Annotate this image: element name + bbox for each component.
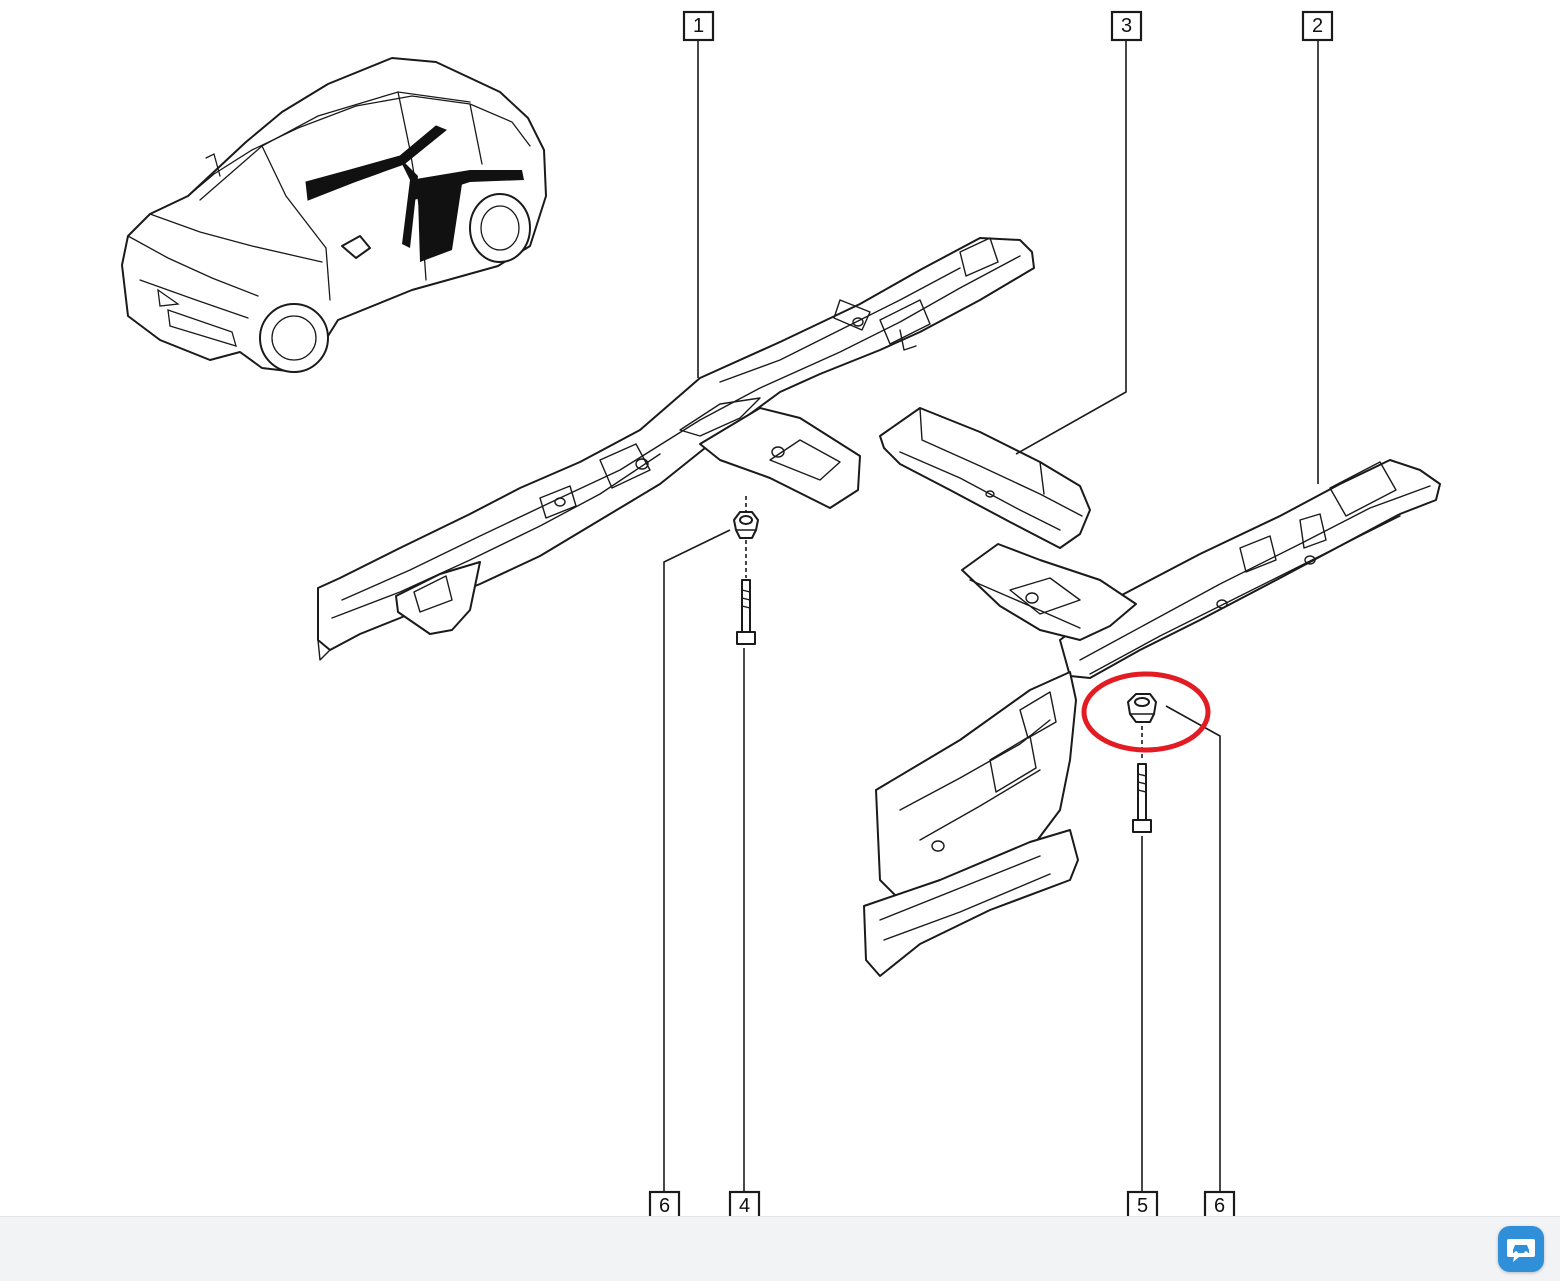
part-1-floor-side-member bbox=[317, 237, 1035, 661]
part-4-bolt bbox=[736, 579, 756, 645]
callout-6-right: 6 bbox=[1203, 1190, 1236, 1216]
part-3-crossmember bbox=[879, 407, 1091, 549]
part-2-rear-side-member bbox=[863, 459, 1441, 977]
svg-text:2: 2 bbox=[1312, 15, 1323, 37]
svg-text:6: 6 bbox=[659, 1195, 670, 1216]
svg-text:3: 3 bbox=[1121, 15, 1132, 37]
car-service-app-icon[interactable] bbox=[1498, 1226, 1544, 1272]
callout-3: 3 bbox=[1110, 10, 1143, 42]
part-6-bushing-right bbox=[1127, 693, 1157, 723]
svg-text:6: 6 bbox=[1214, 1195, 1225, 1216]
bottom-bar bbox=[0, 1216, 1560, 1281]
car-chat-icon bbox=[1507, 1239, 1535, 1262]
leader-lines bbox=[663, 40, 1319, 1192]
svg-text:4: 4 bbox=[739, 1195, 750, 1216]
svg-text:1: 1 bbox=[693, 15, 704, 37]
highlight-circle bbox=[1081, 671, 1211, 753]
parts-diagram: 1 3 2 6 4 5 6 bbox=[121, 10, 1441, 1216]
callout-5: 5 bbox=[1126, 1190, 1159, 1216]
vehicle-location-thumbnail bbox=[121, 57, 547, 373]
callout-2: 2 bbox=[1301, 10, 1334, 42]
callout-4: 4 bbox=[728, 1190, 761, 1216]
svg-text:5: 5 bbox=[1137, 1195, 1148, 1216]
part-6-bushing-left bbox=[733, 511, 759, 539]
callout-6-left: 6 bbox=[648, 1190, 681, 1216]
part-5-bolt bbox=[1132, 763, 1152, 833]
callout-1: 1 bbox=[682, 10, 715, 42]
